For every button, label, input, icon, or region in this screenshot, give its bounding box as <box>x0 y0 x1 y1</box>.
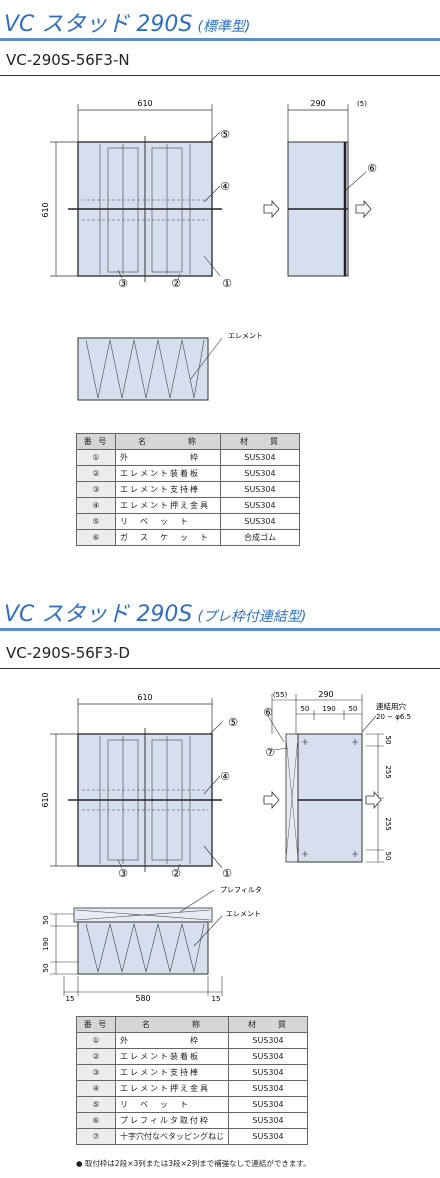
dim-w15a: 15 <box>66 995 75 1003</box>
flow-arrow-icon <box>263 199 372 219</box>
callout-5-b: ⑤ <box>228 716 238 729</box>
dim-h255a: 255 <box>384 765 392 778</box>
dim-d190: 190 <box>322 705 335 713</box>
section2-model-rule <box>0 668 440 669</box>
callout-5-a: ⑤ <box>220 128 230 141</box>
callout-2-a: ② <box>171 277 181 290</box>
dim-d50a: 50 <box>301 705 310 713</box>
bottom-view-2 <box>77 921 209 975</box>
section2-title: VC スタッド 290S (プレ枠付連結型) <box>4 602 307 627</box>
dim-h50b: 50 <box>384 852 392 861</box>
connection-note: ● 取付枠は2段×3列または3段×2列まで補強なしで連結ができます。 <box>76 1159 311 1168</box>
hole-label: 連結用穴 <box>376 701 406 711</box>
dim-d50b: 50 <box>349 705 358 713</box>
flow-arrow-icon <box>263 790 382 810</box>
element-label-2: エレメント <box>226 910 261 918</box>
dim-gap-1: (5) <box>357 100 367 108</box>
callout-4-b: ④ <box>220 770 230 783</box>
dim-depth-2: 290 <box>318 690 333 699</box>
callout-4-a: ④ <box>220 180 230 193</box>
dim-w15b: 15 <box>212 995 221 1003</box>
dim-depth-1: 290 <box>310 99 325 108</box>
callout-1-a: ① <box>222 277 232 290</box>
dim-height-2: 610 <box>41 792 50 807</box>
callout-7-b: ⑦ <box>265 746 275 759</box>
section1-title: VC スタッド 290S (標準型) <box>4 12 251 37</box>
callout-3-b: ③ <box>118 867 128 880</box>
section2-drawing: 610 610 ⑤ ④ ① ② ③ (55) 290 50 190 50 50 … <box>41 690 411 1003</box>
hole-spec: 20 − φ6.5 <box>376 713 411 721</box>
callout-6-b: ⑥ <box>263 706 273 719</box>
dim-height-1: 610 <box>41 202 50 217</box>
callout-3-a: ③ <box>118 277 128 290</box>
section2-title-rule <box>0 628 440 631</box>
dim-b50a: 50 <box>42 916 50 925</box>
callout-2-b: ② <box>171 867 181 880</box>
section1-title-rule <box>0 38 440 41</box>
prefilter-label: プレフィルタ <box>220 885 262 894</box>
callout-6-a: ⑥ <box>367 162 377 175</box>
dim-width-1: 610 <box>137 99 152 108</box>
bottom-view-1 <box>77 337 209 401</box>
dim-b50b: 50 <box>42 964 50 973</box>
section1-model-rule <box>0 75 440 76</box>
dim-h255b: 255 <box>384 817 392 830</box>
dim-w580: 580 <box>135 994 150 1003</box>
dim-width-2: 610 <box>137 693 152 702</box>
section2-model: VC-290S-56F3-D <box>6 644 130 662</box>
element-label-1: エレメント <box>228 332 263 340</box>
section1-model: VC-290S-56F3-N <box>6 51 130 69</box>
section1-drawing: 610 610 ⑤ ④ ① ② ③ 290 (5) ⑥ エレメント <box>41 99 377 401</box>
dim-b190: 190 <box>42 937 50 950</box>
side-view-2 <box>297 733 363 863</box>
dim-front-2: (55) <box>273 691 288 699</box>
callout-1-b: ① <box>222 867 232 880</box>
dim-h50a: 50 <box>384 736 392 745</box>
